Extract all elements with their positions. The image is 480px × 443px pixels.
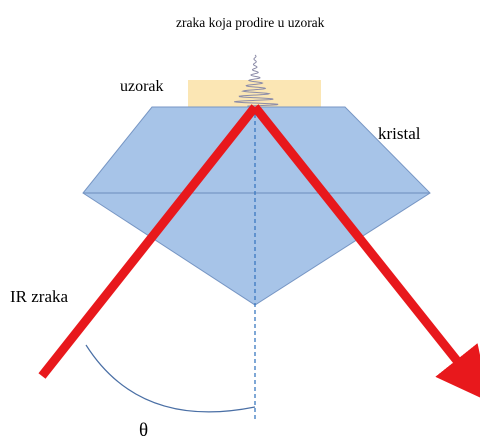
penetrating-beam-label: zraka koja prodire u uzorak	[176, 15, 325, 30]
sample-label: uzorak	[120, 78, 164, 95]
ir-beam-reflected	[251, 104, 480, 403]
angle-arc	[85, 344, 256, 413]
evanescent-wave-path	[234, 54, 279, 107]
crystal-label: kristal	[378, 124, 421, 143]
evanescent-wave	[234, 54, 279, 107]
ir-beam-label: IR zraka	[10, 287, 69, 306]
angle-theta-label: θ	[139, 420, 149, 441]
ir-beam-incoming	[38, 104, 259, 379]
crystal-body	[82, 106, 431, 306]
